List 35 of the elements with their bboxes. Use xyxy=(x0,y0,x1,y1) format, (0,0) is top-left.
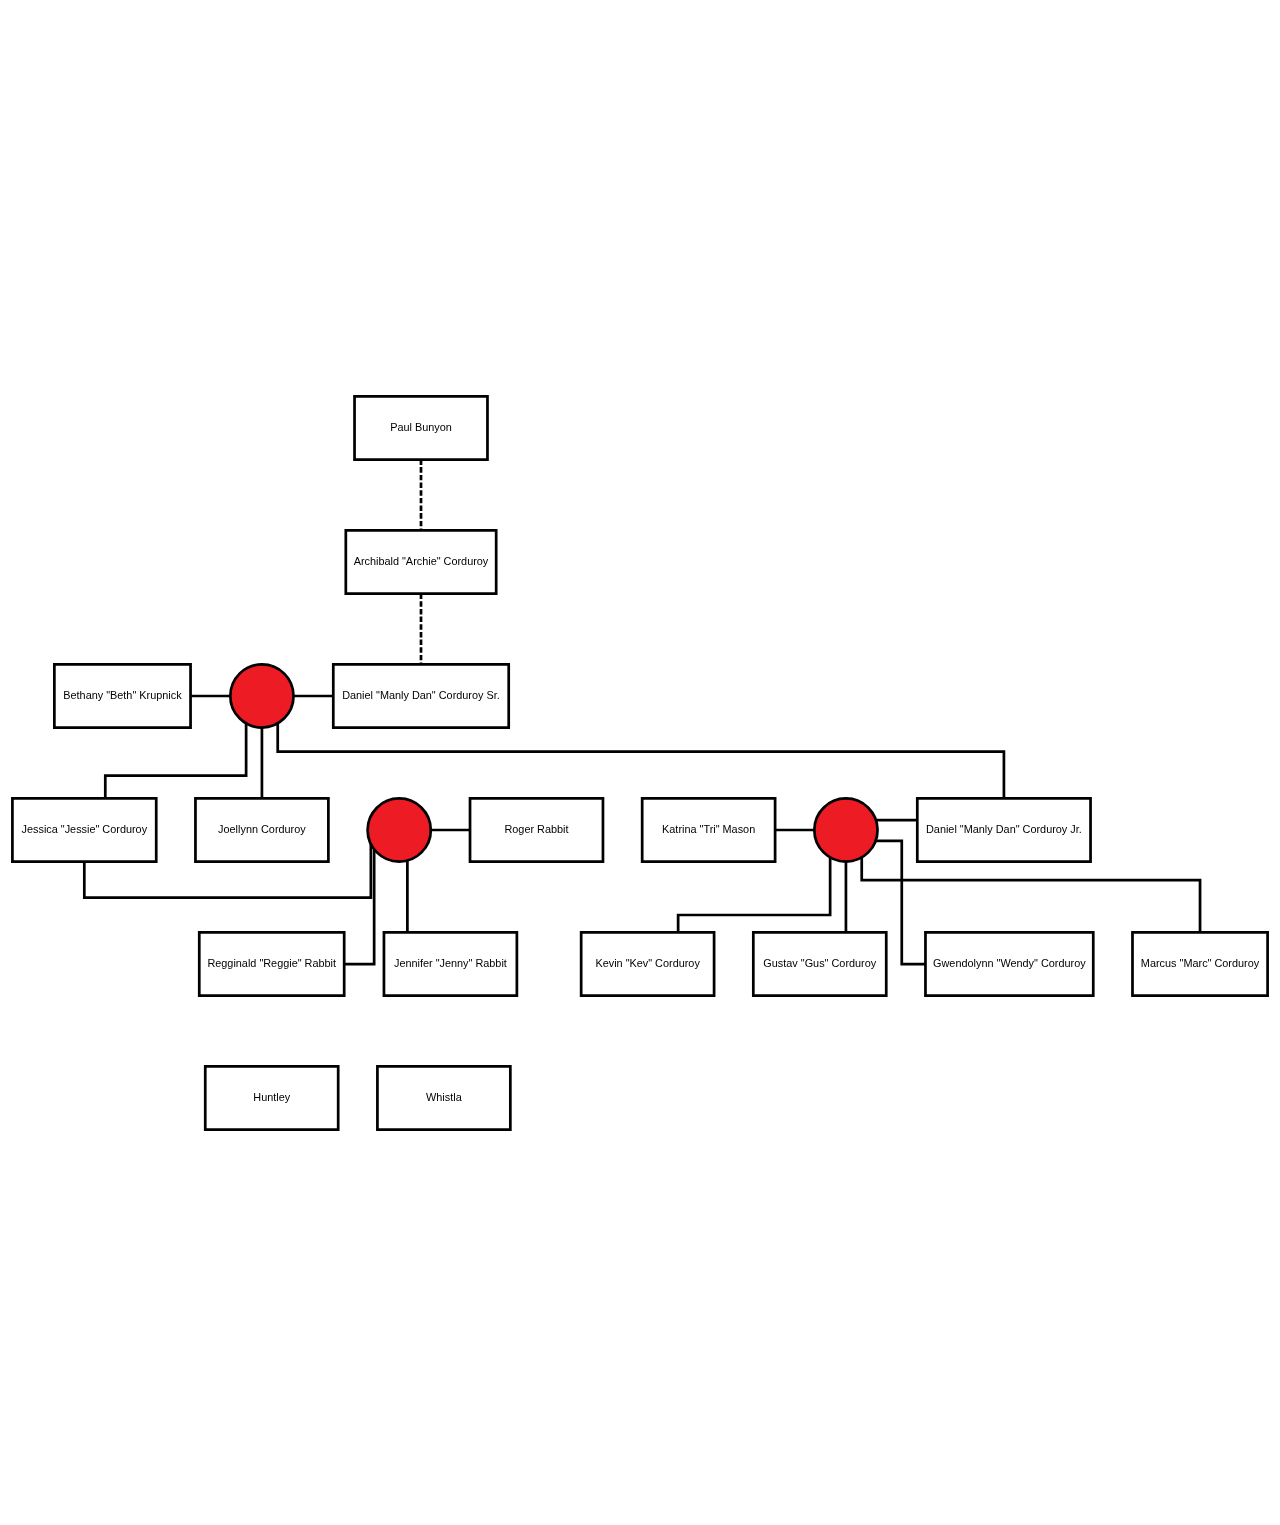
node-box: Archibald "Archie" Corduroy xyxy=(344,528,498,595)
node-heart xyxy=(366,796,433,863)
node-box: Katrina "Tri" Mason xyxy=(640,796,777,863)
node-box: Paul Bunyon xyxy=(353,394,489,461)
node-box: Daniel "Manly Dan" Corduroy Sr. xyxy=(331,662,511,729)
node-box: Gwendolynn "Wendy" Corduroy xyxy=(924,930,1095,997)
connector xyxy=(431,828,470,831)
connector xyxy=(293,694,334,697)
node-box: Huntley xyxy=(203,1064,340,1131)
connector xyxy=(276,722,1006,798)
node-box: Joellynn Corduroy xyxy=(194,796,330,863)
connector xyxy=(406,860,409,932)
node-box: Jessica "Jessie" Corduroy xyxy=(11,796,158,863)
node-box: Bethany "Beth" Krupnick xyxy=(53,662,192,729)
node-box: Kevin "Kev" Corduroy xyxy=(579,930,716,997)
node-heart xyxy=(228,662,295,729)
connector xyxy=(344,849,376,965)
connector xyxy=(775,828,815,831)
node-box: Marcus "Marc" Corduroy xyxy=(1131,930,1269,997)
node-heart xyxy=(812,796,879,863)
connector xyxy=(190,694,231,697)
node-box: Regginald "Reggie" Rabbit xyxy=(197,930,346,997)
connector xyxy=(860,856,1202,932)
connector xyxy=(676,857,832,932)
connector xyxy=(82,843,373,899)
connector xyxy=(844,861,848,932)
node-box: Whistla xyxy=(376,1064,512,1131)
connector xyxy=(419,459,423,530)
node-box: Gustav "Gus" Corduroy xyxy=(751,930,888,997)
connector xyxy=(260,727,264,798)
node-box: Daniel "Manly Dan" Corduroy Jr. xyxy=(915,796,1092,863)
node-box: Jennifer "Jenny" Rabbit xyxy=(382,930,519,997)
connector xyxy=(419,593,423,664)
node-box: Roger Rabbit xyxy=(468,796,605,863)
connector xyxy=(876,818,917,822)
